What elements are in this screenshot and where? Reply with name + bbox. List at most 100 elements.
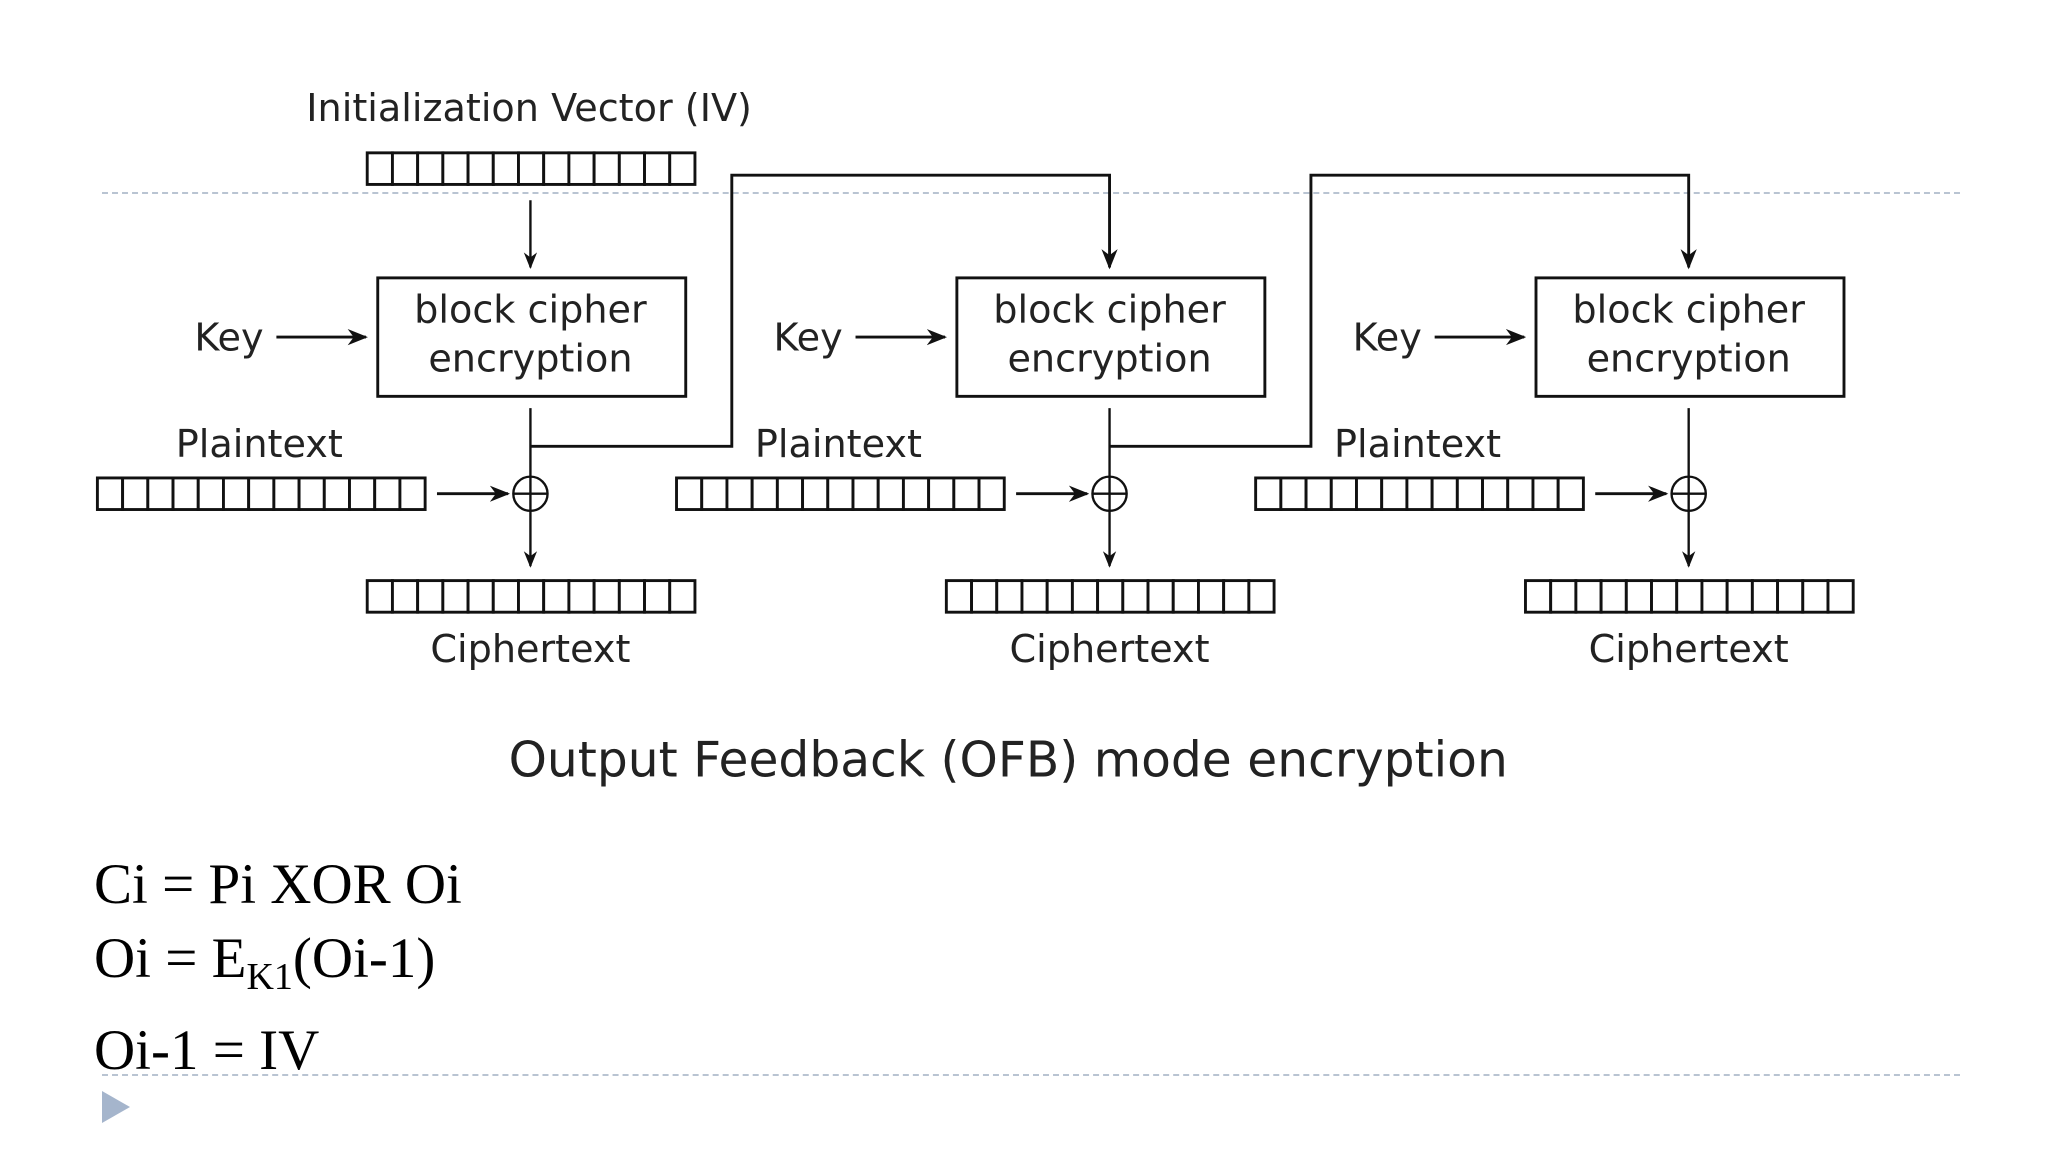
cipher-label-line2: encryption xyxy=(1007,336,1211,380)
block-cell xyxy=(390,151,420,186)
block-cell xyxy=(617,579,646,614)
block-cell xyxy=(121,476,150,511)
block-cipher-box xyxy=(376,276,688,398)
cipher-label-line1: block cipher xyxy=(993,288,1226,332)
diagram-caption: Output Feedback (OFB) mode encryption xyxy=(509,733,1508,789)
block-cell xyxy=(1524,579,1553,614)
block-cell xyxy=(491,151,520,186)
block-cell xyxy=(700,476,729,511)
block-cell xyxy=(466,579,495,614)
block-cell xyxy=(441,151,470,186)
block-cell xyxy=(1196,579,1226,614)
block-cell xyxy=(1304,476,1333,511)
block-cell xyxy=(1826,579,1855,614)
block-cell xyxy=(1675,579,1704,614)
block-cell xyxy=(272,476,301,511)
block-cell xyxy=(373,476,402,511)
bottom-divider xyxy=(102,1074,1960,1076)
block-cell xyxy=(1801,579,1830,614)
block-cell xyxy=(466,151,495,186)
block-cell xyxy=(297,476,326,511)
ciphertext-cells xyxy=(365,579,697,614)
block-cell xyxy=(675,476,704,511)
iv-cells xyxy=(365,151,697,186)
block-cell xyxy=(1121,579,1150,614)
cipher-label-line1: block cipher xyxy=(414,288,647,332)
block-cell xyxy=(348,476,377,511)
block-cell xyxy=(1171,579,1200,614)
ciphertext-label: Ciphertext xyxy=(430,627,630,671)
block-cell xyxy=(668,151,697,186)
block-cell xyxy=(952,476,981,511)
block-cell xyxy=(1405,476,1434,511)
block-cell xyxy=(1222,579,1251,614)
block-cell xyxy=(517,151,546,186)
block-cell xyxy=(247,476,276,511)
cipher-label-line1: block cipher xyxy=(1572,288,1805,332)
block-cell xyxy=(1531,476,1560,511)
ciphertext-label: Ciphertext xyxy=(1589,627,1789,671)
formula-output: Oi = EK1(Oi-1) xyxy=(94,927,436,998)
formula-ciphertext: Ci = Pi XOR Oi xyxy=(94,853,462,916)
block-cell xyxy=(995,579,1024,614)
ciphertext-label: Ciphertext xyxy=(1009,627,1209,671)
block-cell xyxy=(517,579,546,614)
block-cell xyxy=(222,476,251,511)
block-cell xyxy=(944,579,974,614)
block-cell xyxy=(801,476,830,511)
block-cipher-box xyxy=(1534,276,1846,398)
block-cell xyxy=(1096,579,1125,614)
block-cell xyxy=(398,476,427,511)
block-cell xyxy=(1481,476,1510,511)
block-cell xyxy=(1430,476,1459,511)
block-cell xyxy=(901,476,931,511)
block-cell xyxy=(876,476,905,511)
bullet-triangle-icon xyxy=(102,1091,130,1123)
block-cell xyxy=(1020,579,1049,614)
block-cell xyxy=(977,476,1006,511)
cipher-label-line2: encryption xyxy=(428,336,632,380)
block-cell xyxy=(970,579,999,614)
block-cell xyxy=(1549,579,1578,614)
block-cell xyxy=(851,476,880,511)
block-cell xyxy=(567,151,596,186)
block-cell xyxy=(1700,579,1729,614)
block-cell xyxy=(1380,476,1409,511)
iv-label: Initialization Vector (IV) xyxy=(306,86,752,130)
block-cell xyxy=(1574,579,1603,614)
plaintext-label: Plaintext xyxy=(176,422,343,466)
block-cell xyxy=(365,579,394,614)
block-cell xyxy=(592,579,621,614)
block-cell xyxy=(365,151,394,186)
formulas: Ci = Pi XOR Oi Oi = EK1(Oi-1) Oi-1 = IV xyxy=(94,848,462,1088)
block-cell xyxy=(1254,476,1283,511)
block-cell xyxy=(668,579,697,614)
block-cell xyxy=(196,476,225,511)
block-cell xyxy=(643,151,672,186)
block-cell xyxy=(542,579,571,614)
block-cell xyxy=(826,476,855,511)
block-cell xyxy=(1725,579,1754,614)
block-cell xyxy=(1506,476,1535,511)
cipher-label-line2: encryption xyxy=(1587,336,1791,380)
block-cell xyxy=(542,151,571,186)
plaintext-cells xyxy=(675,476,1006,511)
plaintext-label: Plaintext xyxy=(1334,422,1501,466)
block-cell xyxy=(1650,579,1679,614)
block-cell xyxy=(1045,579,1074,614)
block-cell xyxy=(1455,476,1484,511)
block-cell xyxy=(1556,476,1585,511)
plaintext-cells xyxy=(95,476,427,511)
block-cell xyxy=(927,476,956,511)
block-cell xyxy=(390,579,420,614)
block-cell xyxy=(775,476,805,511)
block-cell xyxy=(1329,476,1358,511)
iv-block xyxy=(365,151,697,186)
ciphertext-cells xyxy=(1524,579,1855,614)
block-cell xyxy=(1247,579,1276,614)
block-cell xyxy=(146,476,175,511)
block-cell xyxy=(725,476,754,511)
